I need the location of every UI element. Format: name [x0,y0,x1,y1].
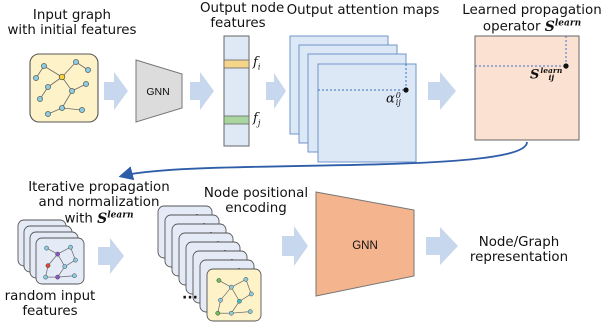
positional-encoding-stack [157,205,262,322]
arrow-gnn-to-features [190,72,214,110]
input-graph-card [29,53,99,123]
feature-row-j [223,115,250,125]
gnn-large-block [315,191,415,297]
label-learned-operator: Learned propagation operator Slearn [462,3,602,35]
attention-entry-dot [403,87,409,93]
arrow-input-to-gnn [104,72,128,110]
learned-operator-matrix [474,35,580,141]
label-node-positional-encoding: Node positional encoding [203,186,309,216]
gnn-small-block [135,59,183,123]
operator-entry-dot [563,63,569,69]
output-feature-column [223,35,250,147]
attention-map-stack [289,35,417,163]
label-node-graph-representation: Node/Graph representation [469,235,569,265]
positional-encoding-card [206,268,262,322]
arrow-gnn-to-output [426,227,458,265]
gnn-small-label: GNN [146,86,169,98]
label-f-i: fi [253,55,261,72]
gnn-large-label: GNN [352,240,378,252]
arrow-random-to-positional [98,238,124,274]
operator-symbol: Slearn [544,18,582,35]
arrow-positional-to-gnn [282,226,308,266]
label-random-input-features: random input features [4,289,96,319]
input-graph-nodes [33,59,91,117]
arrow-maps-to-operator [428,72,456,110]
label-f-j: fj [253,111,261,128]
operator-symbol-2: Slearn [97,210,134,227]
label-output-attention-maps: Output attention maps [286,3,440,18]
label-iterative-propagation: Iterative propagation and normalization … [28,180,170,227]
arrow-features-to-maps [266,73,286,109]
curved-arrow-operator-to-iteration [118,141,528,181]
random-input-stack [17,219,85,285]
label-input-graph: Input graph with initial features [7,8,137,38]
random-input-card [35,237,85,285]
label-output-node-features: Output node features [200,1,285,31]
ellipsis-dots: ··· [182,290,198,306]
feature-row-i [223,59,250,69]
